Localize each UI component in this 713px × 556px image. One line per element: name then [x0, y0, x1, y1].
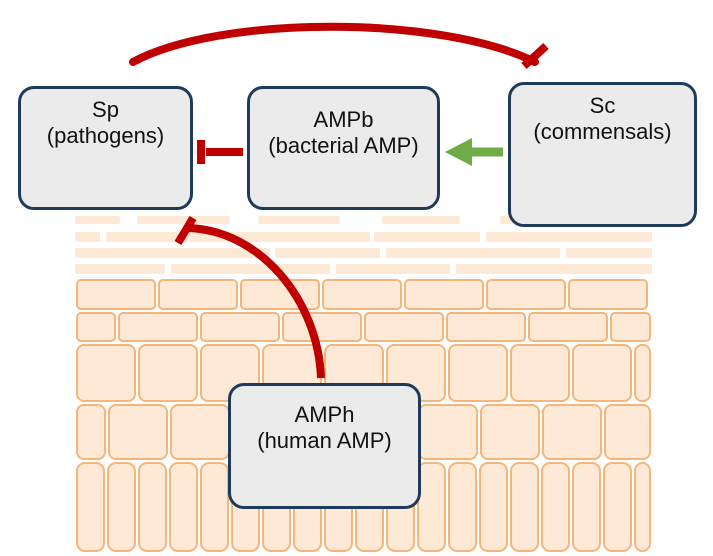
tissue-cell — [486, 279, 566, 310]
tissue-strip — [171, 264, 330, 274]
node-ampb-title: AMPb — [313, 107, 374, 132]
tissue-cell — [542, 404, 602, 460]
tissue-cell — [76, 279, 156, 310]
tissue-cell — [568, 279, 648, 310]
node-sp-title: Sp — [92, 97, 119, 122]
tissue-basal-cell — [603, 462, 632, 552]
tissue-cell — [364, 312, 444, 342]
tissue-cell — [76, 312, 116, 342]
tissue-cell — [610, 312, 651, 342]
tissue-basal-cell — [510, 462, 539, 552]
tissue-strip — [386, 248, 560, 258]
node-sp-subtitle: (pathogens) — [46, 123, 165, 148]
tissue-cell — [448, 344, 508, 402]
tissue-basal-cell — [634, 462, 651, 552]
tissue-strip — [336, 264, 450, 274]
tissue-cell — [108, 404, 168, 460]
tissue-strip — [75, 264, 165, 274]
edge-amph-inhibits-sp — [187, 224, 325, 379]
node-amph-title: AMPh — [294, 402, 355, 427]
tissue-cell — [200, 312, 280, 342]
tissue-basal-cell — [448, 462, 477, 552]
node-sc-subtitle: (commensals) — [533, 119, 672, 144]
tissue-cell — [322, 279, 402, 310]
node-sc-title: Sc — [589, 93, 616, 118]
tissue-cell — [572, 344, 632, 402]
tissue-strip — [258, 216, 340, 224]
edge-sp-inhibits-sc-bar — [521, 43, 549, 69]
node-ampb-bacterial-amp: AMPb (bacterial AMP) — [247, 86, 440, 210]
tissue-cell — [418, 404, 478, 460]
tissue-strip — [456, 264, 652, 274]
edge-amph-inhibits-sp-bar — [174, 215, 197, 246]
tissue-strip — [137, 216, 230, 224]
tissue-cell — [240, 279, 320, 310]
node-sc-commensals: Sc (commensals) — [508, 82, 697, 227]
node-amph-human-amp: AMPh (human AMP) — [228, 383, 421, 509]
tissue-basal-cell — [76, 462, 105, 552]
node-ampb-subtitle: (bacterial AMP) — [268, 133, 419, 158]
tissue-strip — [486, 232, 652, 242]
tissue-cell — [158, 279, 238, 310]
tissue-basal-cell — [572, 462, 601, 552]
tissue-cell — [170, 404, 230, 460]
tissue-basal-cell — [169, 462, 198, 552]
tissue-cell — [404, 279, 484, 310]
edge-sc-activates-ampb-head — [445, 138, 472, 166]
tissue-strip — [382, 216, 460, 224]
tissue-basal-cell — [417, 462, 446, 552]
tissue-basal-cell — [138, 462, 167, 552]
edge-sp-inhibits-sc — [129, 22, 539, 66]
tissue-cell — [604, 404, 651, 460]
tissue-strip — [275, 248, 380, 258]
node-sp-pathogens: Sp (pathogens) — [18, 86, 193, 210]
tissue-cell — [76, 344, 136, 402]
tissue-cell — [510, 344, 570, 402]
tissue-strip — [75, 248, 270, 258]
edges — [129, 22, 549, 379]
tissue-cell — [528, 312, 608, 342]
tissue-cell — [76, 404, 106, 460]
tissue-cell — [118, 312, 198, 342]
tissue-cell — [634, 344, 651, 402]
tissue-cell — [480, 404, 540, 460]
tissue-strip — [75, 232, 100, 242]
tissue-basal-cell — [541, 462, 570, 552]
node-amph-subtitle: (human AMP) — [257, 428, 392, 453]
tissue-strip — [374, 232, 480, 242]
tissue-cell — [446, 312, 526, 342]
tissue-cell — [282, 312, 362, 342]
tissue-basal-cell — [479, 462, 508, 552]
tissue-strip — [75, 216, 120, 224]
tissue-strip — [566, 248, 652, 258]
tissue-basal-cell — [107, 462, 136, 552]
tissue-basal-cell — [200, 462, 229, 552]
tissue-cell — [138, 344, 198, 402]
